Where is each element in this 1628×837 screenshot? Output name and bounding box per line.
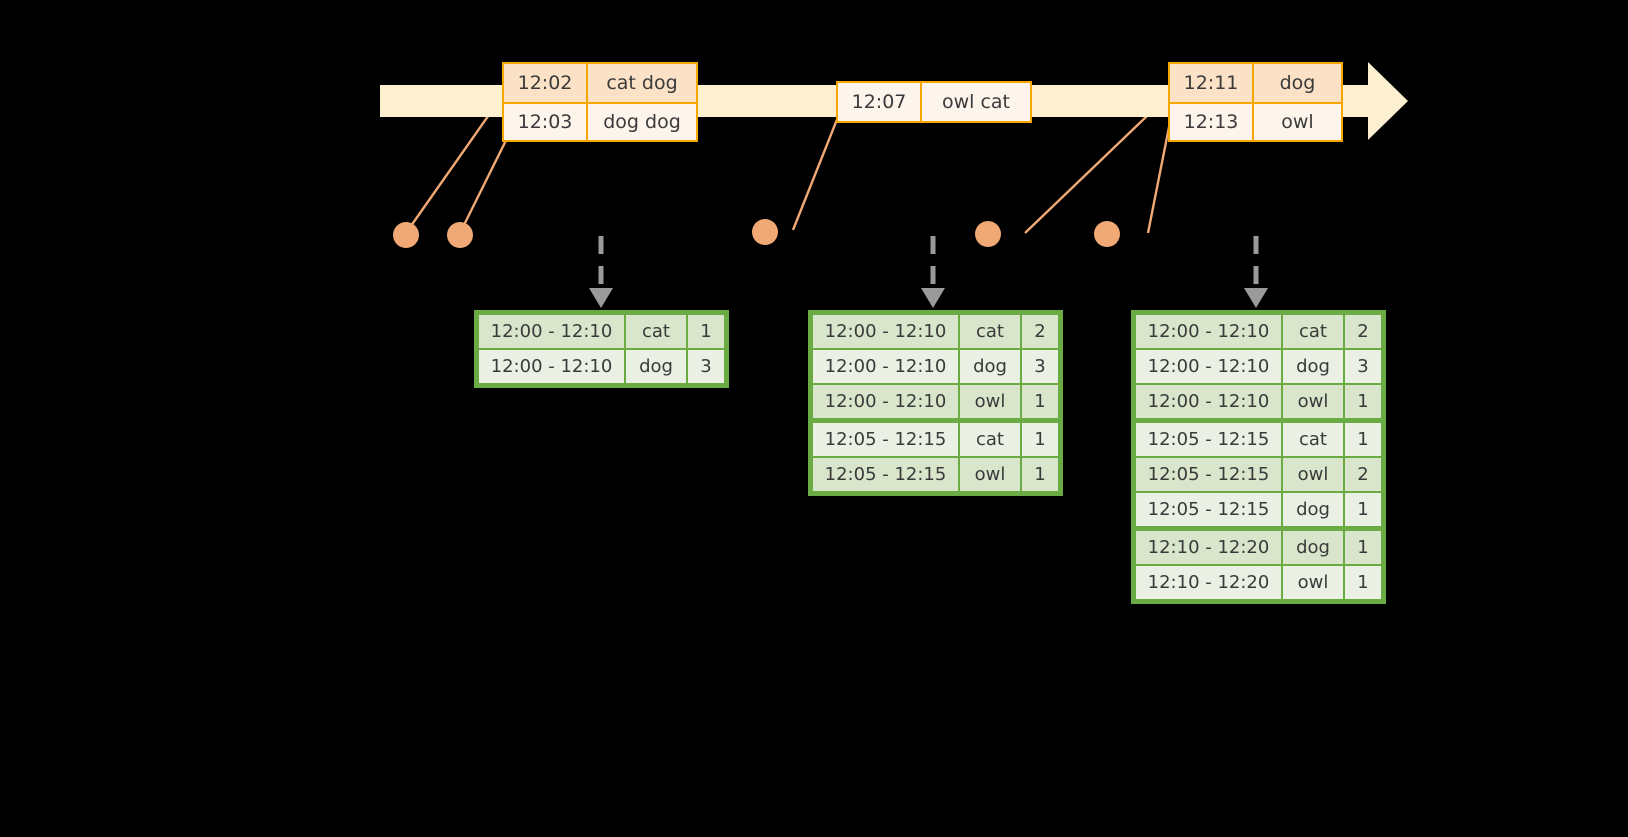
marker-dot-4 [975,221,1001,247]
result-word: owl [1283,385,1343,418]
result-word: dog [960,350,1020,383]
event-time: 12:07 [838,83,922,121]
result-range: 12:00 - 12:10 [479,350,624,383]
result-count: 1 [688,315,724,348]
result-word: dog [1283,531,1343,564]
result-count: 3 [688,350,724,383]
result-count: 2 [1345,458,1381,491]
result-range: 12:00 - 12:10 [813,315,958,348]
result-range: 12:05 - 12:15 [813,423,958,456]
result-range: 12:00 - 12:10 [479,315,624,348]
event-value: dog [1254,64,1341,102]
result-word: cat [626,315,686,348]
marker-dot-2 [447,222,473,248]
result-word: cat [1283,423,1343,456]
dashed-arrow-head-3 [1244,288,1268,308]
event-time: 12:02 [504,64,588,102]
event-row: 12:02 cat dog [504,64,696,102]
result-word: cat [960,423,1020,456]
result-count: 1 [1345,531,1381,564]
result-range: 12:05 - 12:15 [1136,423,1281,456]
event-time: 12:03 [504,104,588,140]
result-count: 2 [1345,315,1381,348]
event-value: owl [1254,104,1341,140]
result-count: 1 [1345,566,1381,599]
result-range: 12:00 - 12:10 [1136,315,1281,348]
event-time: 12:11 [1170,64,1254,102]
result-word: owl [1283,566,1343,599]
event-value: owl cat [922,83,1030,121]
result-count: 1 [1345,423,1381,456]
result-count: 1 [1345,385,1381,418]
dashed-arrow-head-2 [921,288,945,308]
timeline-arrow-icon [1368,62,1408,140]
result-count: 1 [1022,458,1058,491]
result-word: dog [1283,350,1343,383]
result-range: 12:05 - 12:15 [813,458,958,491]
event-row: 12:07 owl cat [838,83,1030,121]
event-group-2: 12:07 owl cat [836,81,1032,123]
event-value: dog dog [588,104,696,140]
result-word: owl [1283,458,1343,491]
event-time: 12:13 [1170,104,1254,140]
result-range: 12:00 - 12:10 [1136,350,1281,383]
event-row: 12:11 dog [1170,64,1341,102]
result-count: 1 [1022,423,1058,456]
event-group-1: 12:02 cat dog 12:03 dog dog [502,62,698,142]
result-count: 1 [1345,493,1381,526]
event-group-3: 12:11 dog 12:13 owl [1168,62,1343,142]
event-value: cat dog [588,64,696,102]
result-range: 12:10 - 12:20 [1136,531,1281,564]
result-range: 12:00 - 12:10 [1136,385,1281,418]
dashed-arrow-head-1 [589,288,613,308]
result-count: 3 [1345,350,1381,383]
result-word: dog [626,350,686,383]
result-word: owl [960,385,1020,418]
marker-dot-1 [393,222,419,248]
result-count: 2 [1022,315,1058,348]
connector-line-3 [791,111,842,231]
result-count: 3 [1022,350,1058,383]
event-row: 12:13 owl [1170,102,1341,140]
marker-dot-5 [1094,221,1120,247]
result-range: 12:10 - 12:20 [1136,566,1281,599]
result-word: cat [960,315,1020,348]
event-row: 12:03 dog dog [504,102,696,140]
result-count: 1 [1022,385,1058,418]
result-range: 12:00 - 12:10 [813,385,958,418]
result-range: 12:00 - 12:10 [813,350,958,383]
marker-dot-3 [752,219,778,245]
result-range: 12:05 - 12:15 [1136,493,1281,526]
result-range: 12:05 - 12:15 [1136,458,1281,491]
result-word: dog [1283,493,1343,526]
result-word: cat [1283,315,1343,348]
result-word: owl [960,458,1020,491]
